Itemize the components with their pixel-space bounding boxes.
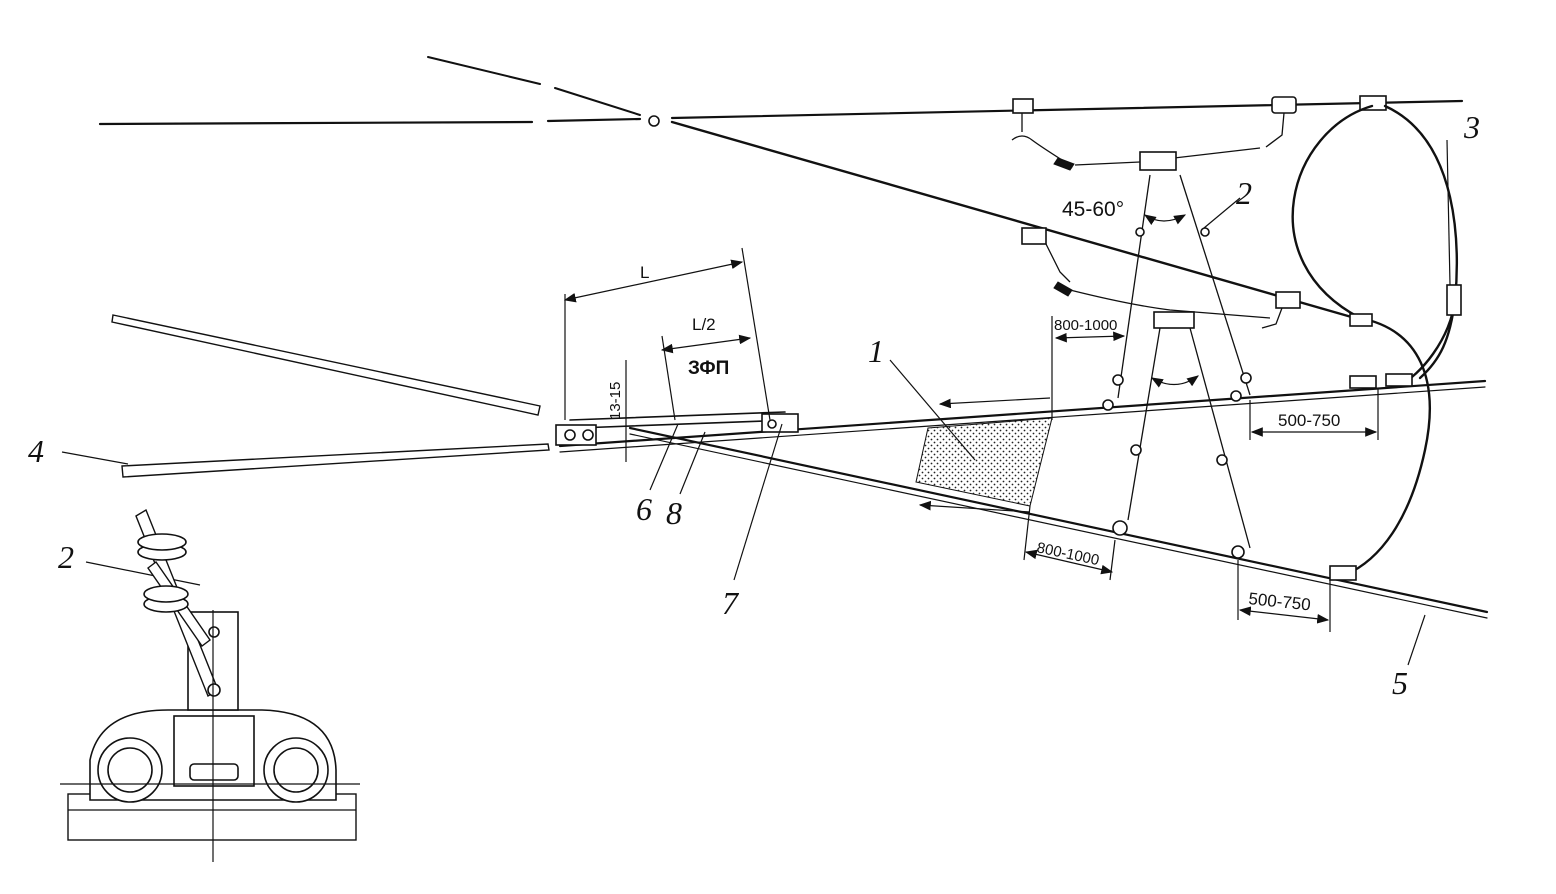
messenger-wires xyxy=(98,56,1464,320)
dim-label-L-half: L/2 xyxy=(692,315,716,334)
zone-label-zfp: ЗФП xyxy=(688,358,729,379)
label-6: 6 xyxy=(636,491,652,527)
label-8: 8 xyxy=(666,495,682,531)
label-7: 7 xyxy=(722,585,740,621)
label-4: 4 xyxy=(28,433,44,469)
clamp-detail-inset xyxy=(60,508,360,862)
dim-label-gap: 13-15 xyxy=(607,382,624,420)
messenger-joint-icon xyxy=(648,115,660,127)
dim-label-spacing-top: 500-750 xyxy=(1278,411,1340,430)
label-3: 3 xyxy=(1463,109,1480,145)
angle-label: 45-60° xyxy=(1062,198,1124,221)
dimension-lines xyxy=(563,247,1379,632)
contact-wires xyxy=(111,314,1489,619)
dim-label-clearance-bottom: 800-1000 xyxy=(1035,539,1101,569)
dim-label-spacing-bottom: 500-750 xyxy=(1248,589,1312,614)
leader-lines xyxy=(61,139,1451,666)
cantilever-fittings xyxy=(1011,95,1387,329)
label-5: 5 xyxy=(1392,665,1408,701)
dropper-strings xyxy=(1112,174,1252,549)
electrical-jumper xyxy=(1291,104,1462,577)
dim-label-L: L xyxy=(640,263,649,282)
label-2: 2 xyxy=(1236,175,1252,211)
label-2-detail: 2 xyxy=(58,539,74,575)
dim-label-clearance-top: 800-1000 xyxy=(1054,317,1117,334)
label-1: 1 xyxy=(868,333,884,369)
